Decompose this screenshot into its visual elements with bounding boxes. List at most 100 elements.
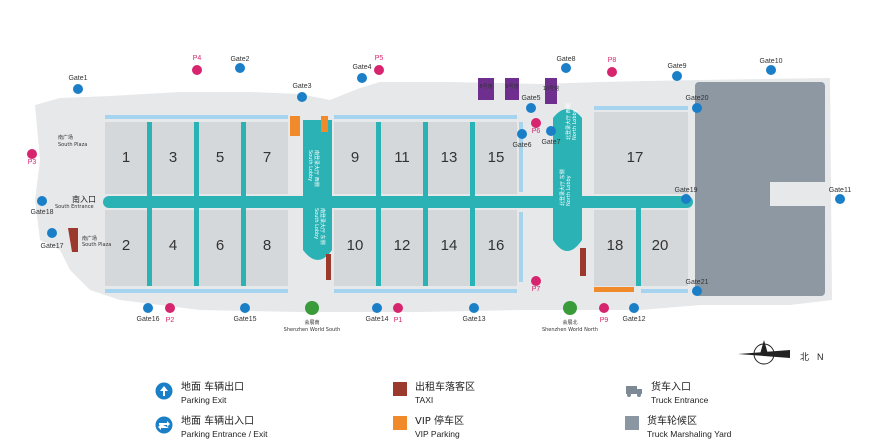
north-lobby-west-label: 北登录大厅 西侧 [565,103,572,140]
truck-entrance-icon [626,386,642,397]
gate8-icon[interactable] [561,63,571,73]
gate17-label: Gate17 [41,243,64,250]
hall-12[interactable] [381,210,423,286]
p4-label: P4 [193,55,202,62]
hall-8[interactable] [246,210,288,286]
gate2-icon[interactable] [235,63,245,73]
metro-south-icon [305,301,319,315]
p8-icon[interactable] [607,67,617,77]
south-entrance-cn: 南入口 [72,194,96,204]
p1-icon[interactable] [393,303,403,313]
gate13-icon[interactable] [469,303,479,313]
gate21-icon[interactable] [692,286,702,296]
legend-label-en: Parking Exit [181,395,227,405]
p4-icon[interactable] [192,65,202,75]
south-entrance-en: South Entrance [55,204,94,210]
north-lobby[interactable] [553,109,582,251]
p3-label: P3 [28,159,37,166]
legend-label-cn: 货车轮候区 [647,416,697,427]
hall-13[interactable] [428,122,470,194]
gate11-icon[interactable] [835,194,845,204]
vip-parking-area [594,287,634,292]
p7-icon[interactable] [531,276,541,286]
gate11-label: Gate11 [829,187,852,194]
legend-label-en: Truck Marshaling Yard [647,429,732,439]
hall-number-label: 7 [263,149,271,166]
hall-4[interactable] [152,210,194,286]
south-plaza2-cn: 南广场 [82,235,97,242]
hall-number-label: 10 [347,237,364,254]
gate10-label: Gate10 [760,58,783,65]
south-lobby[interactable] [303,120,332,260]
gate4-icon[interactable] [357,73,367,83]
gate13-label: Gate13 [463,316,486,323]
parking-entrance-exit-icon [155,416,173,434]
metro-north-cn: 会展北 [562,319,577,326]
taxi-area [580,248,586,276]
hall-20[interactable] [641,210,688,286]
gate4-label: Gate4 [352,64,371,71]
p2-icon[interactable] [165,303,175,313]
hall-number-label: 17 [627,149,644,166]
gate7-icon[interactable] [546,126,556,136]
legend-label-en: VIP Parking [415,429,460,439]
gate15-icon[interactable] [240,303,250,313]
gate20-icon[interactable] [692,103,702,113]
p6-icon[interactable] [531,118,541,128]
gate10-icon[interactable] [766,65,776,75]
metro-south-en: Shenzhen World South [284,327,341,333]
north-label: 北 [800,352,809,363]
gate12-icon[interactable] [629,303,639,313]
hall-7[interactable] [246,122,288,194]
hall-6[interactable] [199,210,241,286]
hall-3[interactable] [152,122,194,194]
hall-number-label: 8 [263,237,271,254]
vip-parking-area [321,116,328,132]
north-lobby-west-en: North Lobby [572,109,578,140]
hall-11[interactable] [381,122,423,194]
p3-icon[interactable] [27,149,37,159]
metro-north-icon [563,301,577,315]
p8-label: P8 [608,57,617,64]
hall-9[interactable] [334,122,376,194]
gate3-icon[interactable] [297,92,307,102]
gate18-icon[interactable] [37,196,47,206]
hall-16[interactable] [475,210,517,286]
hall-number-label: 15 [488,149,505,166]
gate9-icon[interactable] [672,71,682,81]
gate19-icon[interactable] [681,194,691,204]
gate17-icon[interactable] [47,228,57,238]
hall-18[interactable] [594,210,636,286]
hall-10[interactable] [334,210,376,286]
truck-yard-icon [625,416,639,430]
p9-label: P9 [600,317,609,324]
hall-number-label: 3 [169,149,177,166]
hall-number-label: 4 [169,237,177,254]
taxi-icon [393,382,407,396]
legend-label-cn: 地面 车辆出口 [181,382,245,393]
gate5-icon[interactable] [526,103,536,113]
gate14-icon[interactable] [372,303,382,313]
hall-2[interactable] [105,210,147,286]
legend-label-en: TAXI [415,395,434,405]
taxi-area [68,228,78,252]
gate3-label: Gate3 [292,83,311,90]
p9-icon[interactable] [599,303,609,313]
gate16-icon[interactable] [143,303,153,313]
north-lobby-east-label: 北登录大厅 东侧 [559,169,566,206]
gate6-icon[interactable] [517,129,527,139]
hall-14[interactable] [428,210,470,286]
hall-17[interactable] [594,112,688,194]
hall-1[interactable] [105,122,147,194]
south-lobby-west-label: 南登录大厅 西侧 [313,150,320,187]
gate6-label: Gate6 [512,142,531,149]
legend-label-en: Truck Entrance [651,395,709,405]
vip-hall8-label: 8号馆 [479,83,492,90]
hall-15[interactable] [475,122,517,194]
gate1-icon[interactable] [73,84,83,94]
p5-icon[interactable] [374,65,384,75]
truck-marshaling-yard [695,82,825,296]
hall-5[interactable] [199,122,241,194]
legend-label-cn: 出租车落客区 [415,382,475,393]
